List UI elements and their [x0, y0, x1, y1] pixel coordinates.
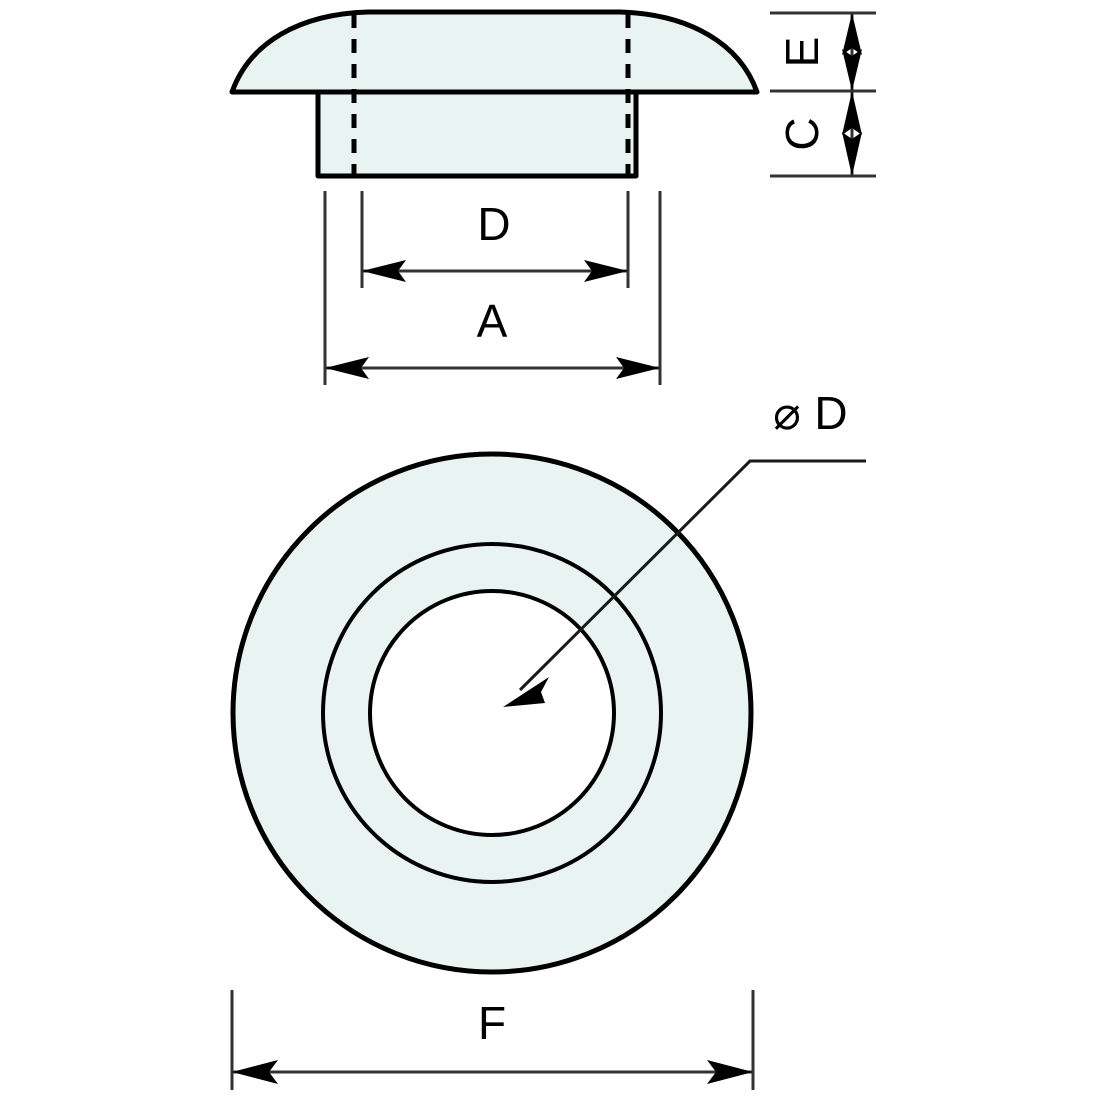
flange-head-outline [229, 9, 760, 95]
diameter-callout-label: D [814, 387, 847, 439]
dimension-E: E [776, 13, 862, 91]
bore-circle [368, 589, 616, 837]
outer-flange-circle [230, 451, 754, 975]
dimension-A: A [325, 295, 660, 379]
dimension-E-arrow-top [842, 13, 862, 55]
shank-outline [315, 89, 639, 179]
dimension-A-arrow-right [616, 357, 660, 379]
side-elevation-view [229, 9, 760, 179]
dimension-D: D [362, 198, 628, 282]
top-plan-view [230, 451, 754, 975]
dimension-E-arrow-bottom [842, 49, 862, 91]
diameter-symbol-icon: ⌀ [773, 387, 801, 439]
diameter-leader-arrowhead [503, 677, 549, 707]
dimension-A-arrow-left [325, 357, 369, 379]
dimension-C: C [776, 91, 862, 176]
dimension-F-label: F [478, 997, 506, 1049]
dimension-F: F [232, 997, 753, 1084]
dimension-F-arrow-right [707, 1060, 753, 1084]
inner-bore-circle-fill [370, 591, 614, 835]
diameter-callout: ⌀ D [503, 387, 866, 707]
dimension-A-label: A [477, 295, 508, 347]
dimension-D-arrow-left [362, 260, 406, 282]
dimension-D-arrow-right [584, 260, 628, 282]
dimension-E-label: E [776, 37, 828, 68]
dimension-D-label: D [477, 198, 510, 250]
vertical-dimension-group: E C [770, 11, 876, 178]
shank-circle [321, 542, 663, 884]
dimension-F-arrow-left [232, 1060, 278, 1084]
dimension-C-label: C [776, 117, 828, 150]
horizontal-dimension-group: D A [323, 191, 662, 385]
dimension-C-arrow-bottom [842, 132, 862, 176]
dimension-C-arrow-top [842, 91, 862, 135]
diameter-leader-line [518, 459, 866, 692]
dimension-F-group: F [230, 990, 755, 1090]
